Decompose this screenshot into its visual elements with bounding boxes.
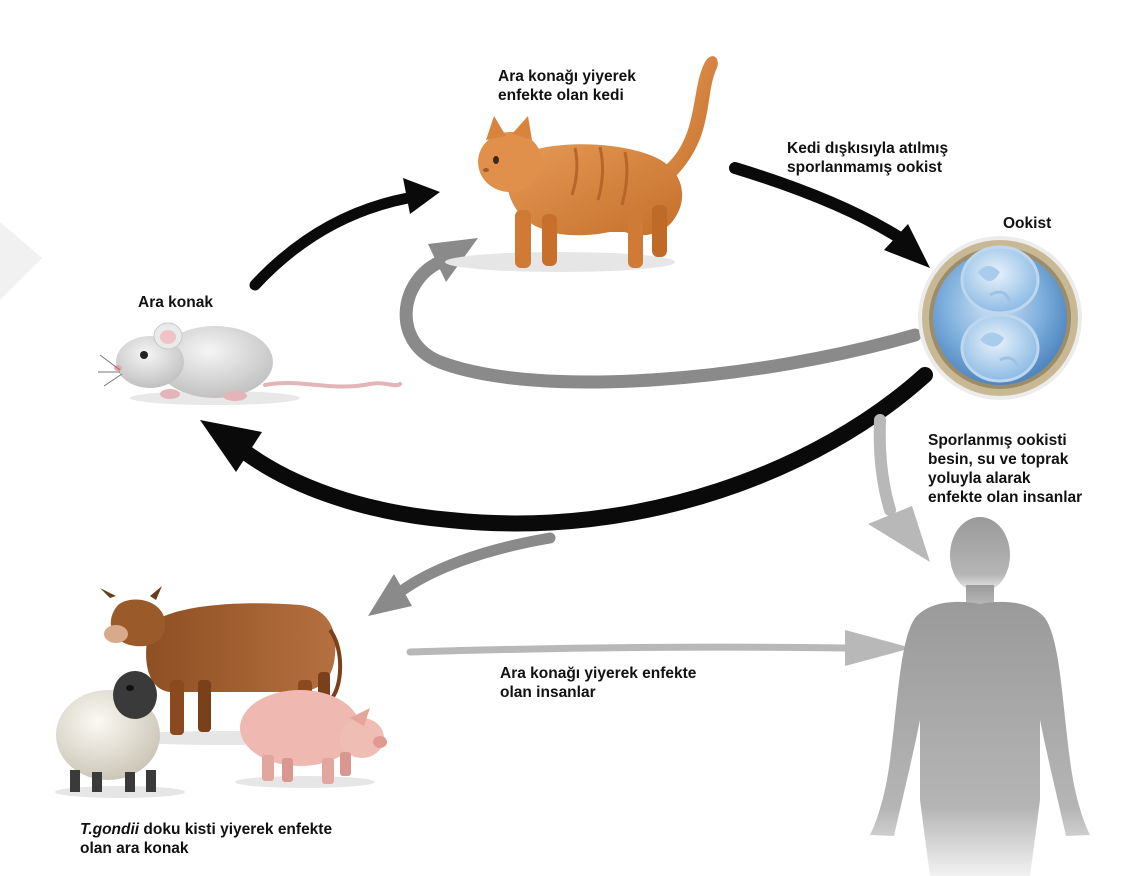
label-intermediate-host: Ara konak [138,293,213,312]
label-humans-from-oocyst: Sporlanmış ookisti besin, su ve toprak y… [928,431,1082,507]
background-wedge [0,222,42,300]
mouse-illustration [98,323,400,405]
oocyst-illustration [918,236,1082,400]
label-tissue-cyst: T.gondii doku kisti yiyerek enfekte olan… [80,820,332,858]
arrow-oocyst-to-human-head [868,506,930,562]
arrow-oocyst-to-cat [406,262,915,382]
arrow-oocyst-to-livestock [400,538,550,592]
label-tissue-cyst-species: T.gondii [80,821,139,838]
human-silhouette [870,517,1090,876]
pig-illustration [235,690,387,788]
label-oocyst: Ookist [1003,214,1051,233]
arrow-mouse-to-cat-head [403,178,440,214]
label-humans-from-host: Ara konağı yiyerek enfekte olan insanlar [500,664,696,702]
arrow-livestock-to-human [410,647,845,652]
arrow-mouse-to-cat [255,198,408,285]
label-feces: Kedi dışkısıyla atılmış sporlanmamış ook… [787,139,948,177]
arrow-oocyst-to-livestock-head [368,574,412,616]
arrow-oocyst-to-mouse [245,375,925,523]
arrow-oocyst-to-human [880,420,890,510]
arrow-cat-to-oocyst [735,168,900,238]
arrow-livestock-to-human-head [845,630,912,666]
label-cat: Ara konağı yiyerek enfekte olan kedi [498,67,636,105]
